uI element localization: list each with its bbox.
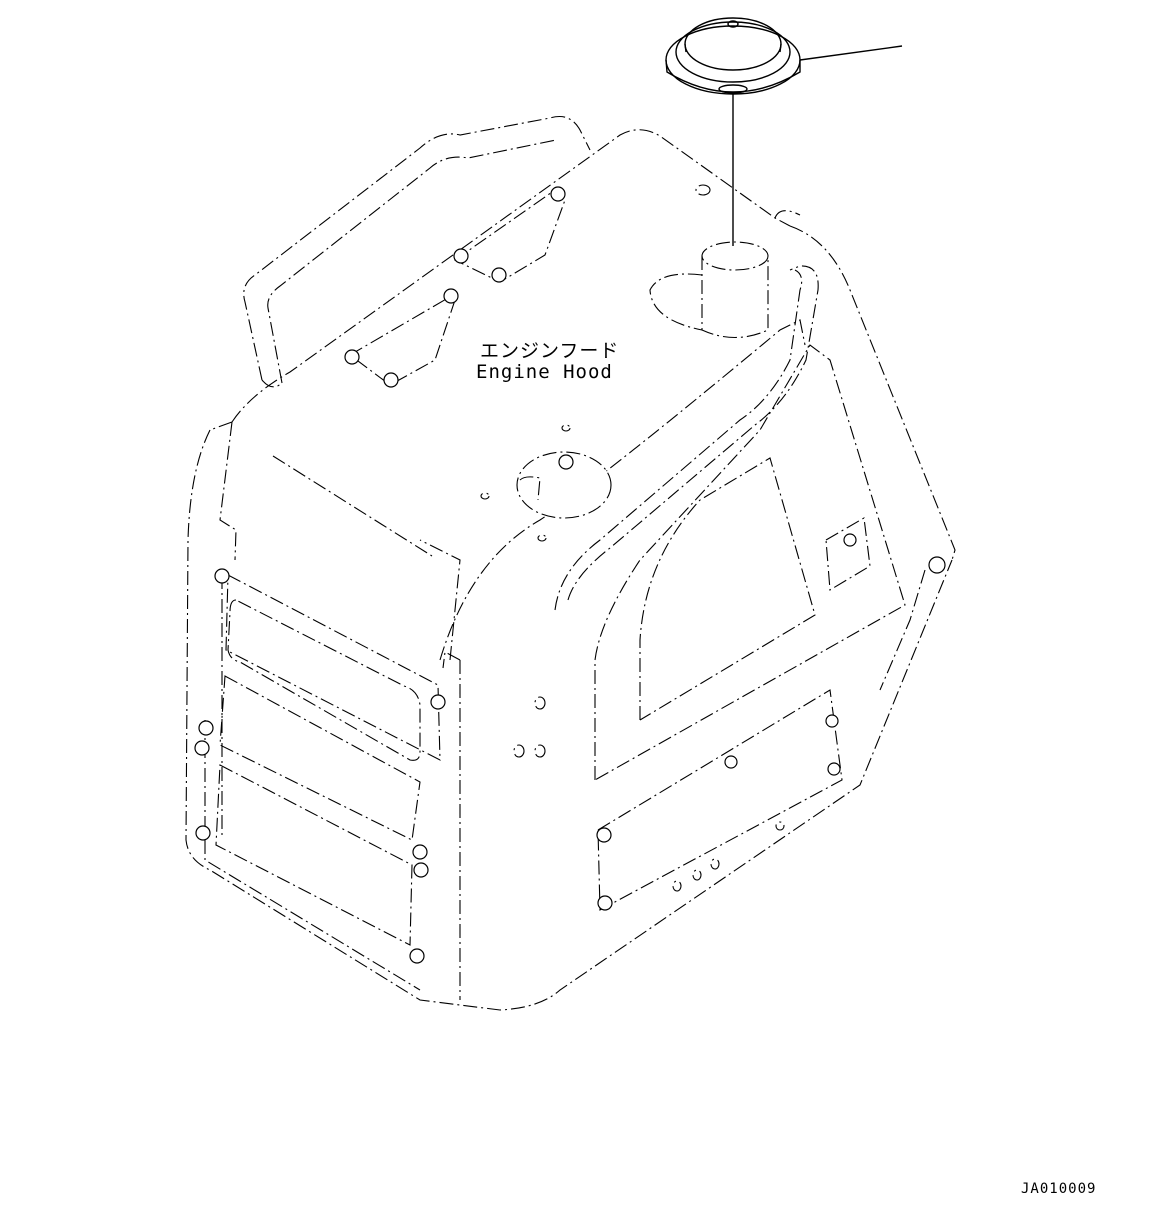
part-label-english: Engine Hood	[476, 361, 613, 383]
cap-icon	[665, 17, 801, 95]
leader-line	[799, 45, 903, 61]
drawing-code: JA010009	[1021, 1181, 1097, 1197]
hood-bolts	[194, 184, 946, 964]
hood-outline	[185, 115, 956, 1011]
part-label-japanese: エンジンフード	[480, 340, 620, 362]
